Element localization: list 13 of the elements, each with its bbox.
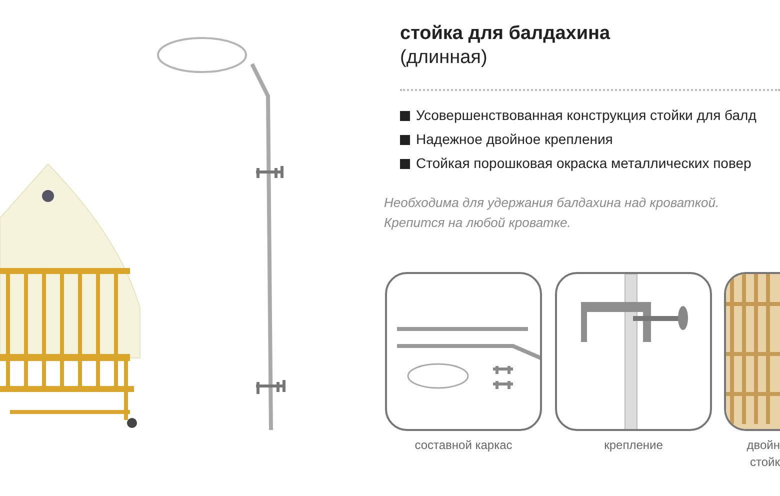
card-caption: стойк <box>750 454 780 471</box>
card-caption: крепление <box>604 437 663 454</box>
feature-text: Надежное двойное крепления <box>416 130 613 149</box>
feature-text: Усовершенствованная конструкция стойки для балд <box>416 106 756 125</box>
card-caption: двойн <box>746 437 780 454</box>
subtitle: (длинная) <box>400 46 488 70</box>
title: стойка для балдахина <box>400 22 610 46</box>
image-card <box>555 272 712 431</box>
note-text: Необходима для удержания балдахина над кроваткой. <box>384 194 720 212</box>
image-card <box>385 272 542 431</box>
note-text: Крепится на любой кроватке. <box>384 214 571 232</box>
card-caption: составной каркас <box>414 437 512 454</box>
feature-text: Стойкая порошковая окраска металлических повер <box>416 154 752 173</box>
